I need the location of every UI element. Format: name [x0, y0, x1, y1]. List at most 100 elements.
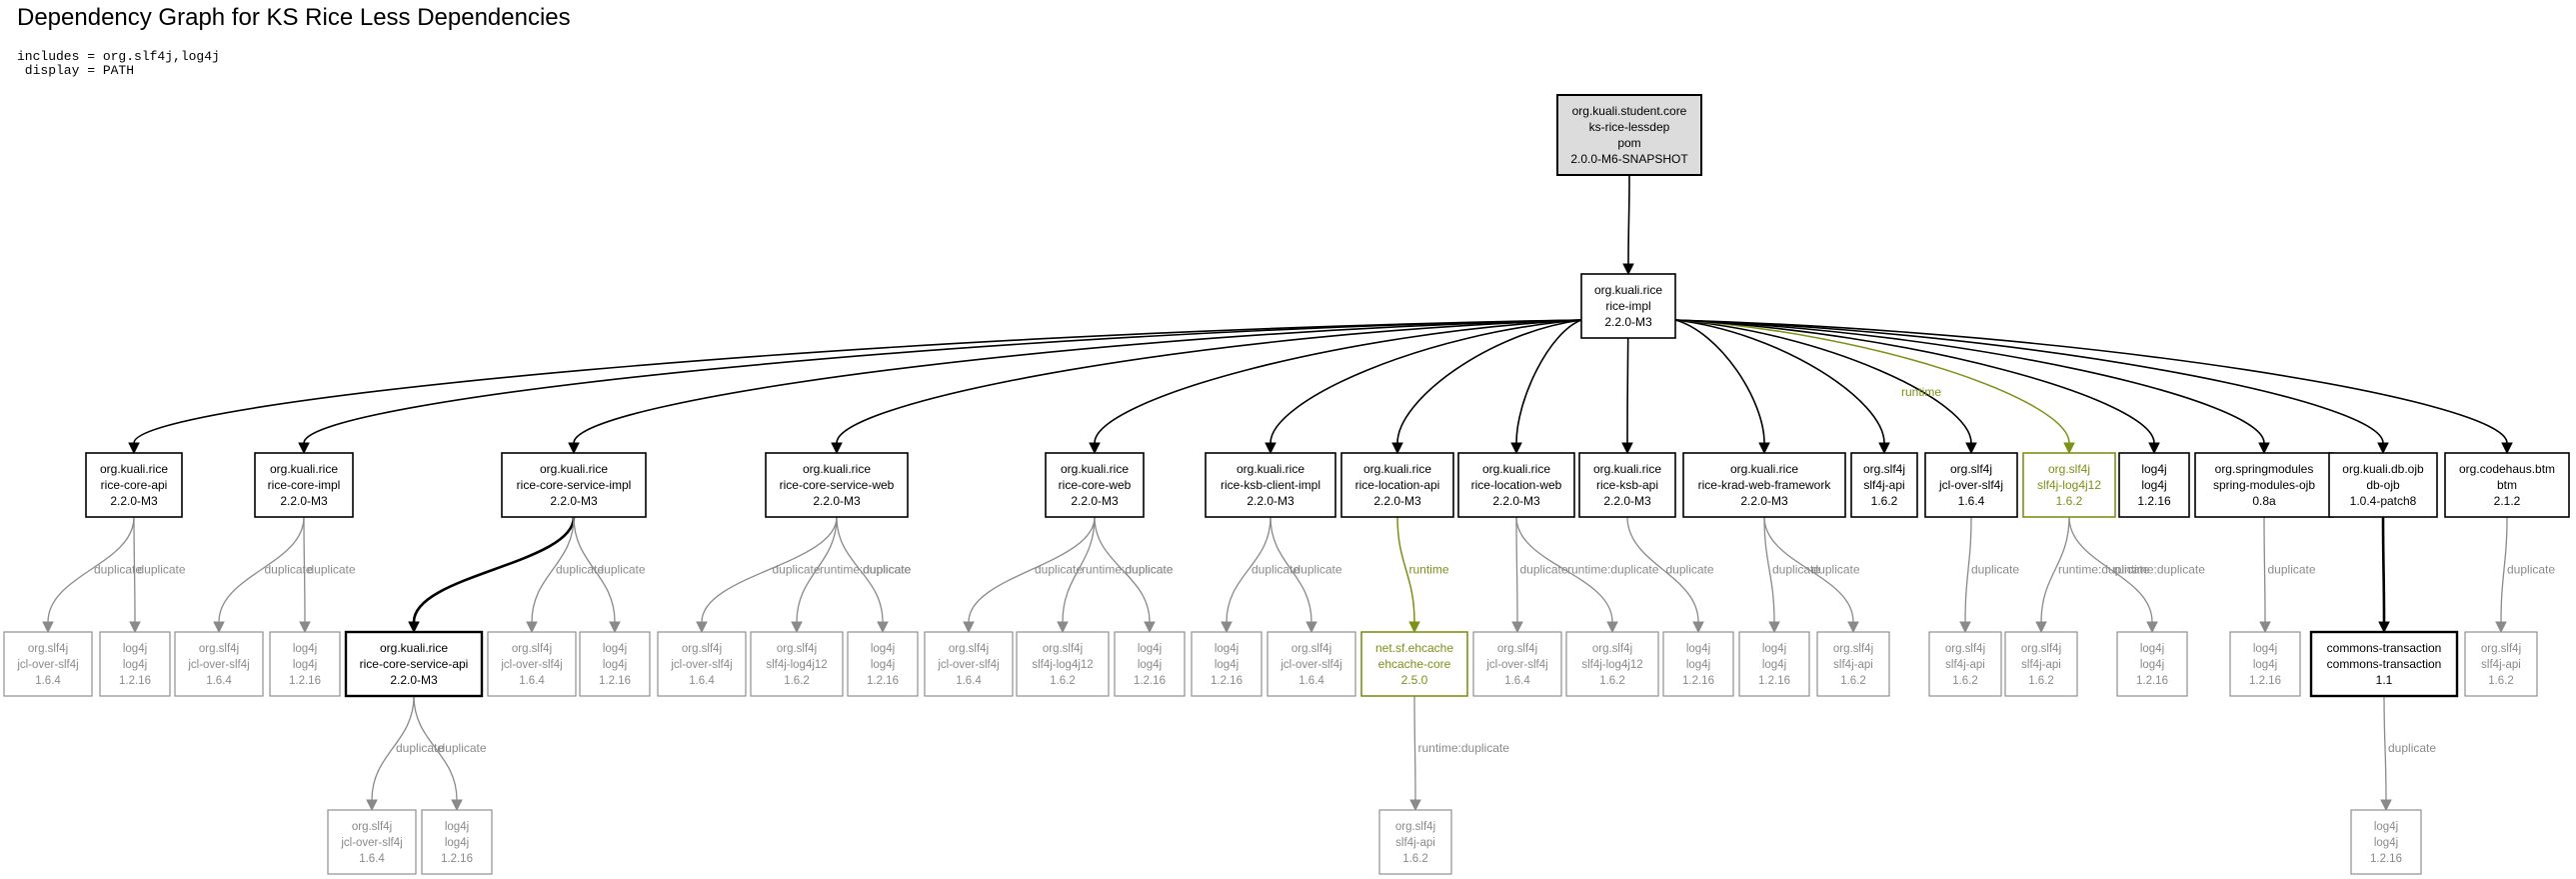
edge-label: runtime:duplicate — [820, 563, 912, 577]
edge-cimpl-to-d3: duplicate — [213, 516, 313, 634]
node-root[interactable]: org.kuali.student.coreks-rice-lessdeppom… — [1556, 94, 1702, 176]
edge-label: duplicate — [1035, 563, 1083, 577]
edge-label: duplicate — [1971, 563, 2019, 577]
node-box — [1114, 631, 1186, 697]
edge-line — [1674, 319, 1765, 444]
node-label-line: org.slf4j — [682, 643, 722, 655]
edge-capi-to-d2: duplicate — [129, 516, 186, 634]
node-label-line: org.slf4j — [1950, 462, 1992, 476]
node-label-line: rice-location-web — [1471, 478, 1562, 492]
edge-line — [531, 516, 575, 623]
edge-line — [1763, 516, 1775, 623]
node-label-line: org.slf4j — [1863, 462, 1905, 476]
edge-label: duplicate — [1666, 563, 1714, 577]
node-csweb[interactable]: org.kuali.ricerice-core-service-web2.2.0… — [765, 452, 909, 518]
node-krad[interactable]: org.kuali.ricerice-krad-web-framework2.2… — [1682, 452, 1846, 518]
node-box — [1924, 452, 2018, 518]
edge-impl-to-jcl — [1674, 319, 1977, 455]
edge-capi-to-d1: duplicate — [42, 516, 142, 634]
edge-label: duplicate — [773, 563, 821, 577]
node-label-line: 1.2.16 — [599, 675, 631, 687]
arrow-head-icon — [2148, 442, 2160, 455]
node-label-line: 1.6.2 — [2056, 494, 2083, 508]
node-csapi[interactable]: org.kuali.ricerice-core-service-api2.2.0… — [344, 630, 484, 698]
node-label-line: 1.6.2 — [1050, 675, 1076, 687]
node-label-line: slf4j-log4j12 — [1032, 659, 1093, 671]
node-ksbclient[interactable]: org.kuali.ricerice-ksb-client-impl2.2.0-… — [1205, 452, 1336, 518]
arrow-head-icon — [2063, 442, 2075, 455]
node-box — [269, 631, 341, 697]
node-label-line: 1.2.16 — [1211, 675, 1243, 687]
node-label-line: log4j — [1762, 643, 1786, 655]
node-label-line: org.slf4j — [1497, 643, 1537, 655]
edge-label: duplicate — [2507, 563, 2555, 577]
arrow-head-icon — [1391, 442, 1403, 455]
node-box — [1850, 452, 1918, 518]
node-label-line: 2.2.0-M3 — [110, 494, 158, 508]
node-label-line: log4j — [293, 659, 317, 671]
node-label-line: 1.6.4 — [1298, 675, 1324, 687]
node-label-line: slf4j-api — [1863, 478, 1904, 492]
node-label-line: 1.2.16 — [2136, 675, 2168, 687]
node-box — [327, 809, 417, 875]
arrow-head-icon — [1621, 442, 1633, 455]
arrow-head-icon — [1144, 621, 1156, 634]
node-label-line: 2.5.0 — [1401, 673, 1428, 687]
edge-line — [1396, 319, 1582, 444]
node-box — [924, 631, 1014, 697]
node-label-line: 2.1.2 — [2494, 494, 2521, 508]
node-box — [2464, 631, 2538, 697]
node-label-line: rice-core-service-api — [360, 657, 469, 671]
node-ctx[interactable]: commons-transactioncommons-transaction1.… — [2309, 630, 2459, 698]
node-label-line: org.slf4j — [199, 643, 239, 655]
node-label-line: 1.6.4 — [206, 675, 232, 687]
node-label-line: log4j — [1686, 643, 1710, 655]
edge-impl-to-locapi — [1391, 319, 1582, 455]
node-csimpl[interactable]: org.kuali.ricerice-core-service-impl2.2.… — [501, 452, 647, 518]
node-box — [1045, 452, 1145, 518]
